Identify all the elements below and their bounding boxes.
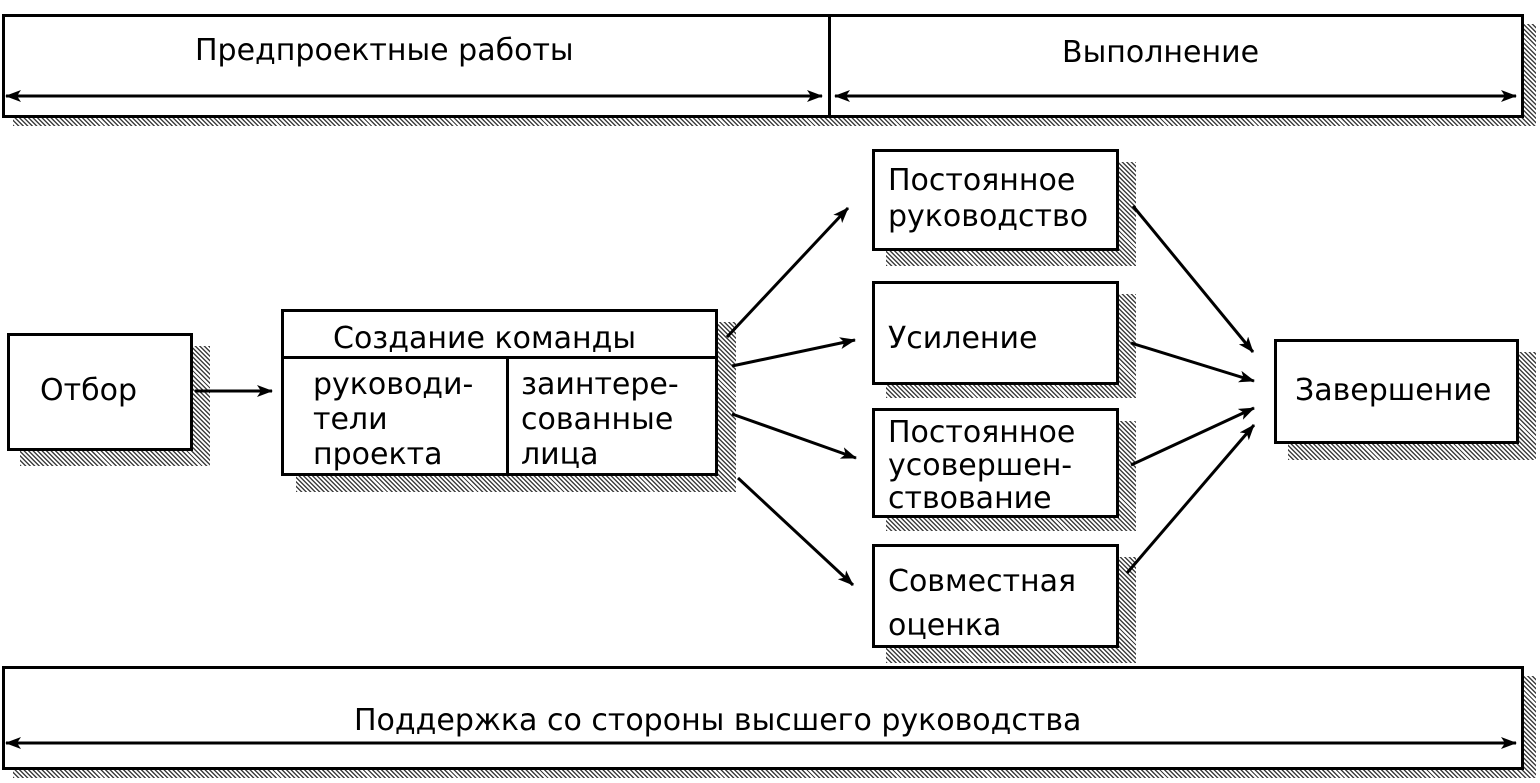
activity-evaluation-line-1: Совместная: [888, 564, 1077, 599]
support-band: [2, 666, 1524, 770]
arrow-reinforcement-to-completion: [1130, 341, 1255, 383]
arrow-team-to-guidance: [725, 206, 850, 339]
team-project-leaders-line-3: проекта: [313, 437, 443, 472]
activity-evaluation-line-2: оценка: [888, 608, 1002, 643]
activity-evaluation-label: Совместная оценка: [888, 560, 1076, 648]
team-project-leaders: руководи- тели проекта: [313, 367, 473, 472]
arrow-guidance-to-completion: [1131, 205, 1255, 353]
team-column-divider: [506, 358, 509, 473]
team-project-leaders-line-2: тели: [313, 402, 388, 437]
team-title-divider: [284, 356, 715, 359]
activity-improvement-line-2: усовершен-: [888, 448, 1073, 483]
team-title: Создание команды: [333, 321, 637, 356]
support-label: Поддержка со стороны высшего руководства: [354, 703, 1082, 738]
selection-label: Отбор: [40, 373, 137, 408]
team-stakeholders-line-2: сованные: [521, 402, 674, 437]
arrow-team-to-reinforcement: [731, 337, 856, 368]
phase-pre-project-label: Предпроектные работы: [195, 33, 574, 68]
activity-guidance-line-2: руководство: [888, 199, 1089, 234]
activity-evaluation-box: [872, 544, 1119, 648]
completion-label: Завершение: [1295, 373, 1492, 408]
activity-guidance-line-1: Постоянное: [888, 163, 1076, 198]
activity-guidance-box: [872, 149, 1119, 251]
activity-reinforcement-label: Усиление: [888, 321, 1038, 356]
arrow-improvement-to-completion: [1130, 406, 1255, 467]
activity-improvement-line-3: ствование: [888, 481, 1052, 516]
team-stakeholders: заинтере- сованные лица: [521, 367, 679, 472]
activity-guidance-label: Постоянное руководство: [888, 163, 1088, 235]
arrow-team-to-improvement: [731, 412, 857, 460]
team-project-leaders-line-1: руководи-: [313, 367, 474, 402]
activity-improvement-line-1: Постоянное: [888, 415, 1076, 450]
team-stakeholders-line-1: заинтере-: [521, 367, 679, 402]
selection-box: [7, 333, 193, 451]
phase-divider: [828, 17, 831, 115]
arrow-team-to-evaluation: [736, 476, 855, 587]
phase-execution-label: Выполнение: [1062, 35, 1260, 70]
activity-improvement-label: Постоянное усовершен- ствование: [888, 416, 1075, 515]
team-stakeholders-line-3: лица: [521, 437, 599, 472]
activity-improvement-box: [872, 408, 1119, 518]
team-box: [281, 309, 718, 476]
activity-reinforcement-box: [872, 281, 1119, 385]
arrow-evaluation-to-completion: [1125, 424, 1256, 574]
completion-box: [1274, 339, 1519, 444]
